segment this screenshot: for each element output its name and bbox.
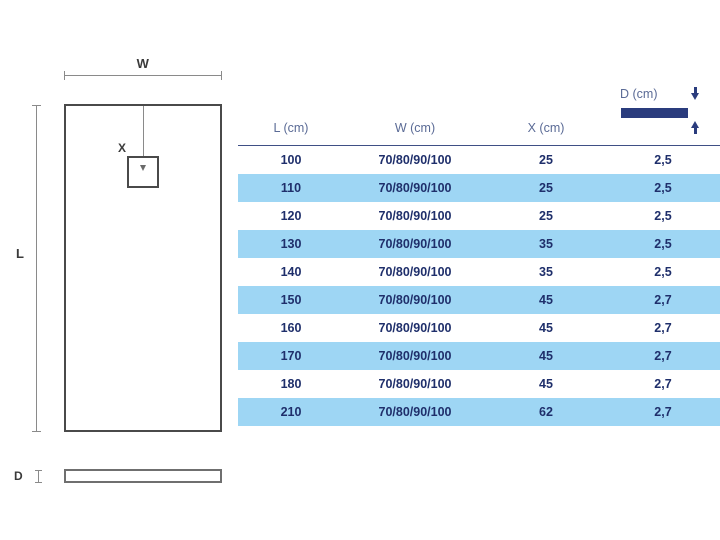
- product-dimension-diagram: W L X D: [0, 0, 240, 540]
- drain-square-icon: [127, 156, 159, 188]
- cell-depth: 2,7: [606, 286, 720, 314]
- cell-width: 70/80/90/100: [378, 153, 452, 167]
- column-header-depth: [606, 113, 720, 146]
- cell-width: 70/80/90/100: [378, 377, 452, 391]
- cell-depth: 2,7: [654, 321, 672, 335]
- table-row: 180 70/80/90/100 45 2,7: [238, 370, 720, 398]
- cell-depth: 2,5: [654, 265, 672, 279]
- cell-length: 110: [238, 174, 344, 202]
- cell-width: 70/80/90/100: [344, 174, 486, 202]
- depth-dimension-tick: [38, 470, 39, 483]
- table-header-row: L (cm) W (cm) X (cm): [238, 113, 720, 146]
- width-dimension-cap-right: [221, 71, 222, 80]
- cell-depth: 2,5: [654, 209, 672, 223]
- table-row: 100 70/80/90/100 25 2,5: [238, 146, 720, 175]
- length-dimension-line: [36, 105, 37, 432]
- drain-arrow-icon: [140, 165, 146, 171]
- cell-width: 70/80/90/100: [378, 265, 452, 279]
- cell-depth: 2,7: [606, 398, 720, 426]
- cell-width: 70/80/90/100: [344, 342, 486, 370]
- cell-depth: 2,5: [654, 153, 672, 167]
- table-row: 160 70/80/90/100 45 2,7: [238, 314, 720, 342]
- cell-drain: 45: [486, 342, 606, 370]
- arrow-down-icon: [690, 87, 700, 100]
- depth-dimension-cap-top: [35, 470, 42, 471]
- cell-drain: 45: [486, 286, 606, 314]
- cell-depth: 2,5: [606, 174, 720, 202]
- cell-depth: 2,7: [606, 342, 720, 370]
- cell-length: 160: [280, 321, 302, 335]
- length-dimension-cap-top: [32, 105, 41, 106]
- cell-length: 210: [238, 398, 344, 426]
- cell-width: 70/80/90/100: [378, 209, 452, 223]
- cell-length: 150: [238, 286, 344, 314]
- tray-side-view: [64, 469, 222, 483]
- depth-dimension-label: D: [14, 469, 23, 483]
- cell-depth: 2,7: [654, 377, 672, 391]
- cell-drain: 45: [539, 321, 553, 335]
- cell-length: 170: [238, 342, 344, 370]
- column-header-length: L (cm): [238, 113, 344, 146]
- cell-drain: 25: [486, 174, 606, 202]
- column-header-drain: X (cm): [486, 113, 606, 146]
- cell-length: 100: [280, 153, 302, 167]
- cell-drain: 62: [486, 398, 606, 426]
- cell-width: 70/80/90/100: [344, 286, 486, 314]
- table-row: 120 70/80/90/100 25 2,5: [238, 202, 720, 230]
- table-row: 140 70/80/90/100 35 2,5: [238, 258, 720, 286]
- depth-dimension-cap-bottom: [35, 482, 42, 483]
- cell-depth: 2,5: [606, 230, 720, 258]
- width-dimension-label: W: [136, 56, 150, 71]
- cell-width: 70/80/90/100: [344, 230, 486, 258]
- length-dimension-label: L: [16, 246, 24, 261]
- width-dimension-line: [64, 75, 222, 76]
- width-dimension-cap-left: [64, 71, 65, 80]
- column-header-width: W (cm): [344, 113, 486, 146]
- cell-length: 180: [280, 377, 302, 391]
- cell-width: 70/80/90/100: [344, 398, 486, 426]
- cell-drain: 45: [539, 377, 553, 391]
- depth-indicator-label: D (cm): [620, 87, 658, 101]
- drain-offset-line: [143, 106, 144, 168]
- cell-length: 120: [280, 209, 302, 223]
- cell-drain: 25: [539, 153, 553, 167]
- drain-dimension-label: X: [118, 141, 127, 155]
- cell-length: 130: [238, 230, 344, 258]
- cell-drain: 35: [539, 265, 553, 279]
- cell-width: 70/80/90/100: [378, 321, 452, 335]
- cell-drain: 25: [539, 209, 553, 223]
- cell-length: 140: [280, 265, 302, 279]
- cell-drain: 35: [486, 230, 606, 258]
- length-dimension-cap-bottom: [32, 431, 41, 432]
